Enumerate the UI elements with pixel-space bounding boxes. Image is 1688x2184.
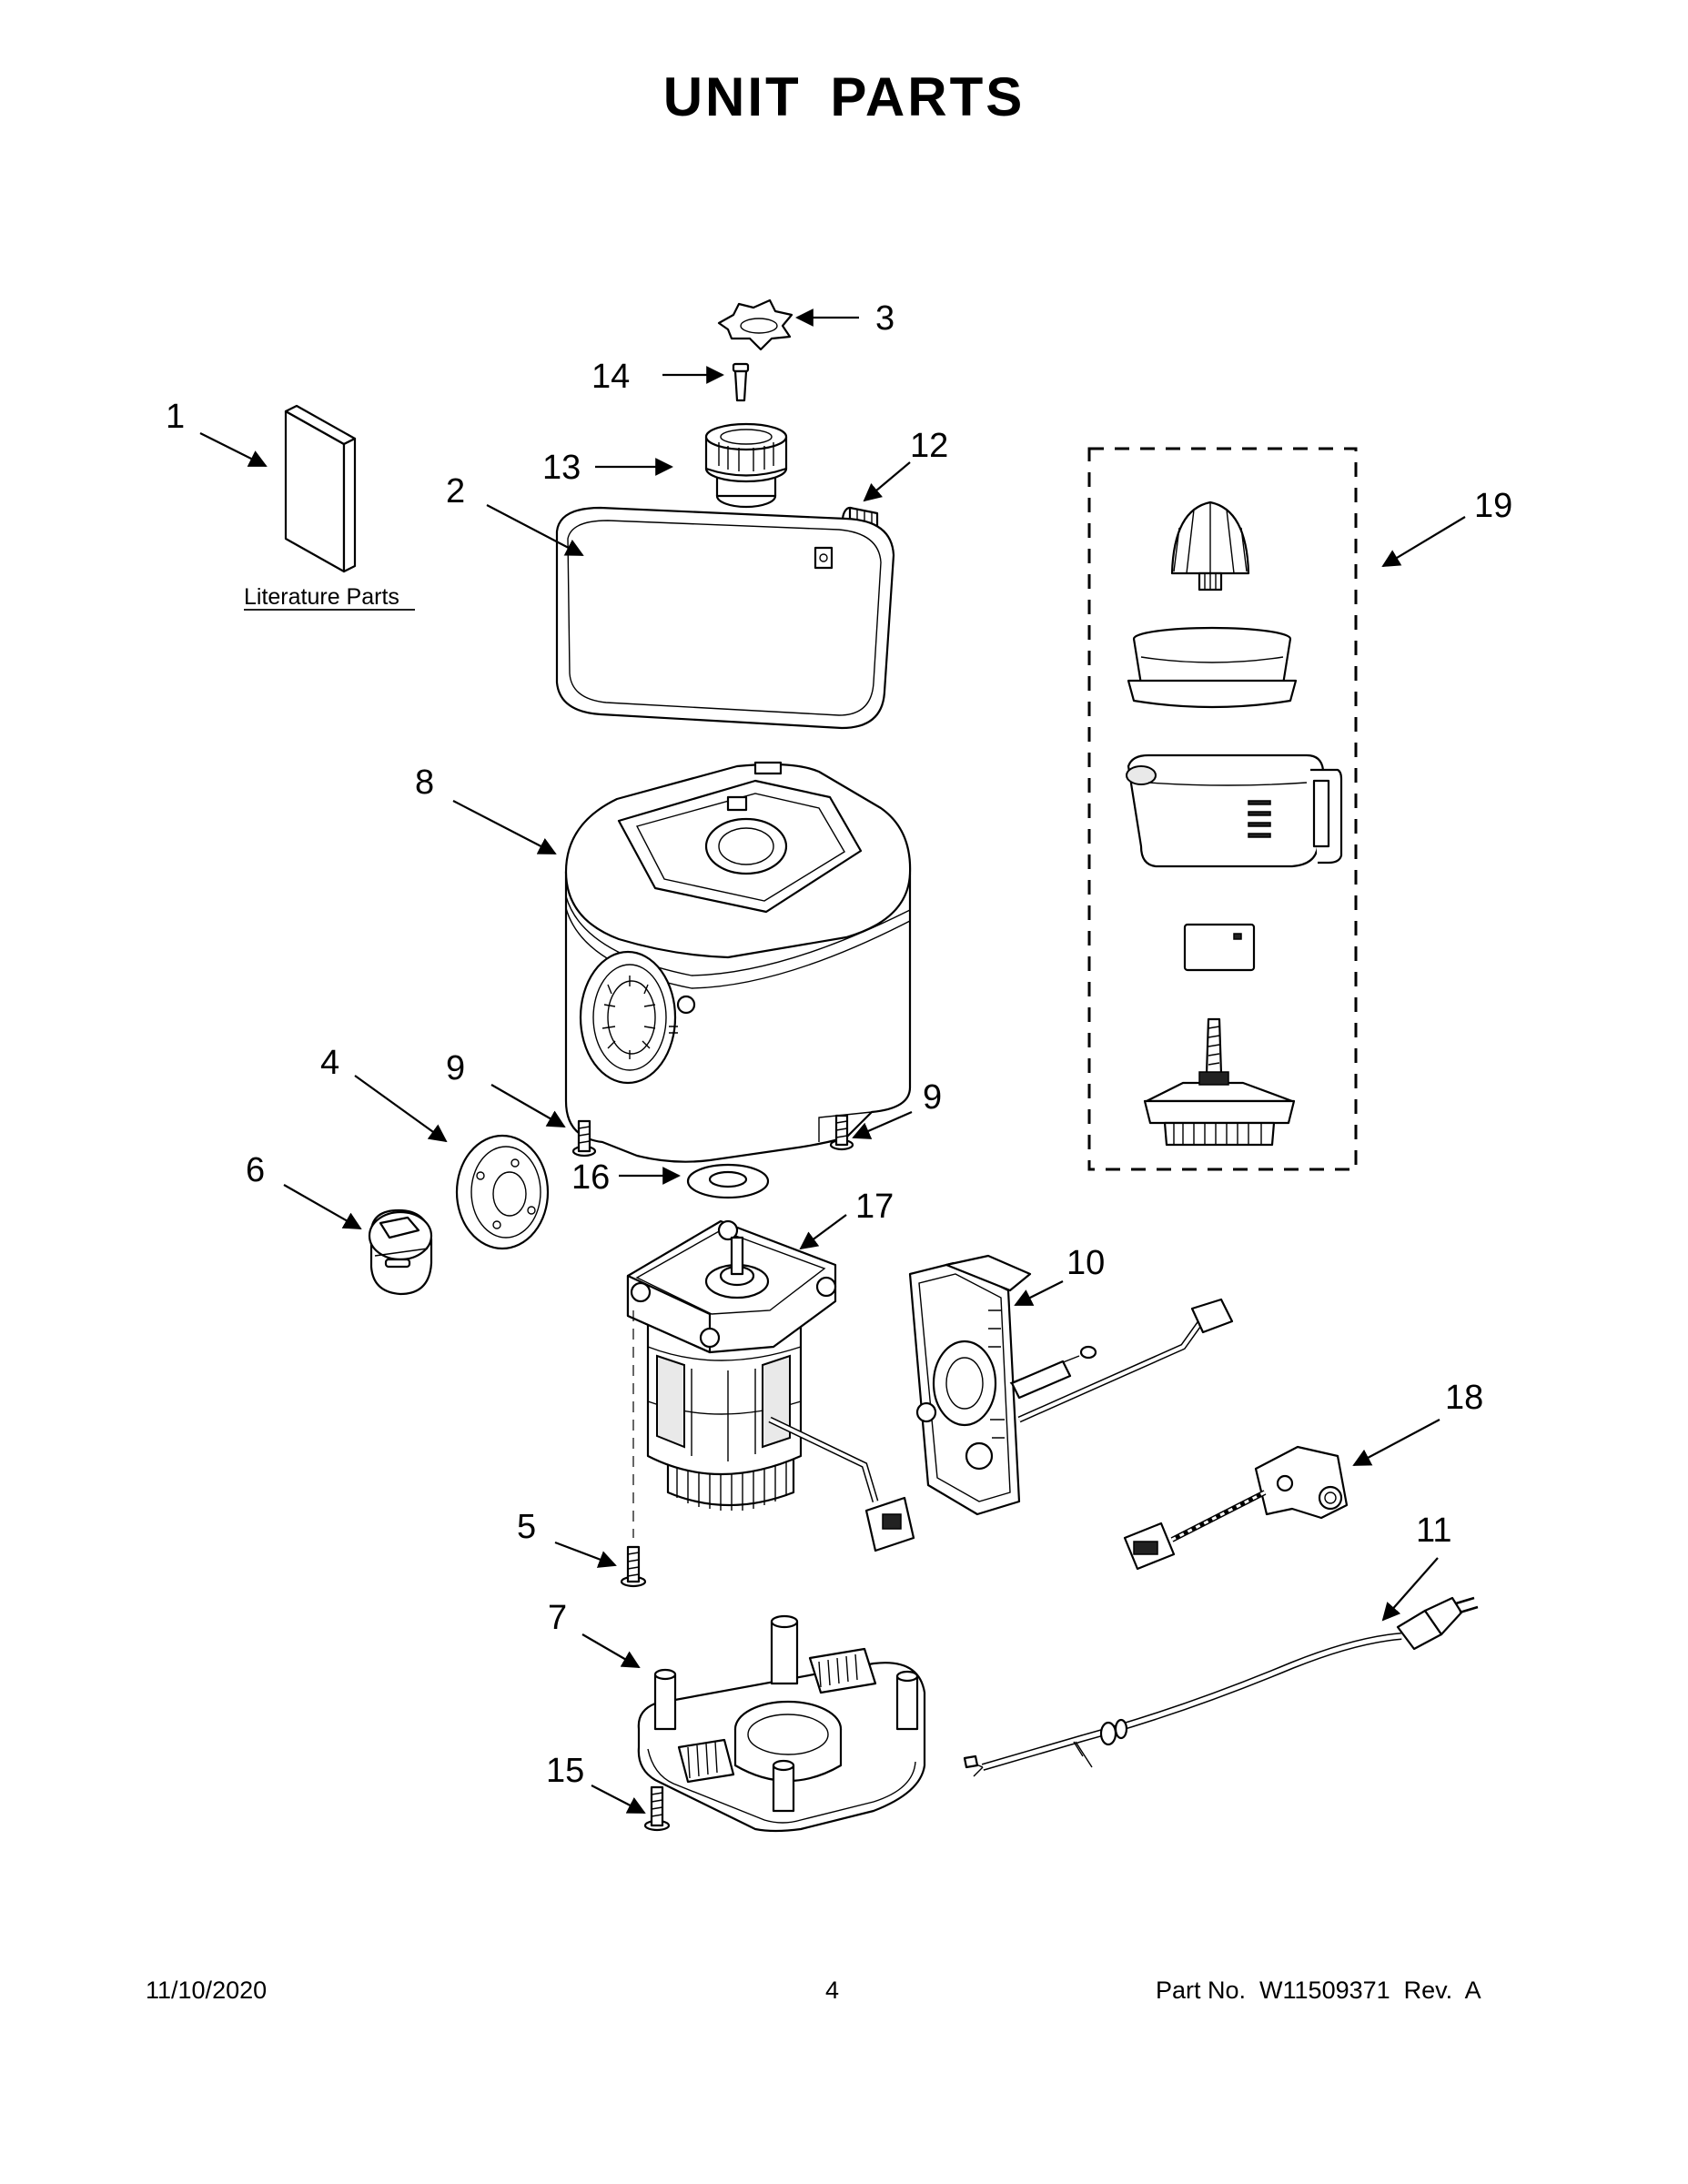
control-board (908, 1254, 1234, 1516)
wire-harness-clamp (1123, 1445, 1349, 1571)
housing-screw-right (829, 1114, 854, 1151)
base-screw (643, 1785, 671, 1832)
callout-9-right: 9 (923, 1078, 942, 1117)
callout-17: 17 (855, 1188, 894, 1226)
callout-19: 19 (1474, 487, 1512, 525)
literature-parts-label: Literature Parts (244, 584, 399, 610)
callout-9-left: 9 (446, 1049, 465, 1087)
gasket-washer (686, 1163, 770, 1199)
footer-page-number: 4 (825, 1977, 840, 2004)
drive-coupler-cap (717, 298, 793, 351)
callout-4: 4 (320, 1044, 339, 1082)
callout-18: 18 (1445, 1379, 1483, 1417)
callout-2: 2 (446, 472, 465, 511)
callout-5: 5 (517, 1508, 536, 1546)
power-cord (963, 1596, 1479, 1777)
callout-12: 12 (910, 427, 948, 465)
callout-11: 11 (1416, 1512, 1451, 1550)
pin (732, 362, 750, 402)
housing-screw-left (571, 1119, 597, 1158)
callout-13: 13 (542, 449, 581, 487)
callout-7: 7 (548, 1599, 567, 1637)
footer-part-number: Part No. W11509371 Rev. A (1156, 1977, 1481, 2004)
motor-assembly (626, 1219, 915, 1552)
juicer-accessory-kit (1087, 447, 1358, 1171)
callout-15: 15 (546, 1752, 584, 1790)
motor-screw (620, 1310, 647, 1588)
callout-10: 10 (1066, 1244, 1105, 1282)
base-plate (637, 1614, 926, 1833)
footer-date: 11/10/2020 (146, 1977, 268, 2004)
trim-ring (555, 506, 895, 730)
callout-16: 16 (571, 1158, 610, 1197)
callout-labels: 1 2 3 14 13 12 19 8 9 9 4 6 16 17 10 18 … (166, 299, 1512, 1790)
control-ring (455, 1134, 550, 1250)
callout-14: 14 (591, 358, 630, 396)
control-knob (368, 1208, 433, 1296)
callout-1: 1 (166, 398, 185, 436)
callout-8: 8 (415, 763, 434, 802)
leader-arrows (199, 308, 1466, 1814)
page-title: UNIT PARTS (662, 66, 1026, 127)
callout-3: 3 (875, 299, 895, 338)
literature-parts: Literature Parts (244, 404, 415, 611)
callout-6: 6 (246, 1151, 265, 1189)
main-housing (564, 761, 912, 1163)
drive-coupling (704, 422, 788, 509)
